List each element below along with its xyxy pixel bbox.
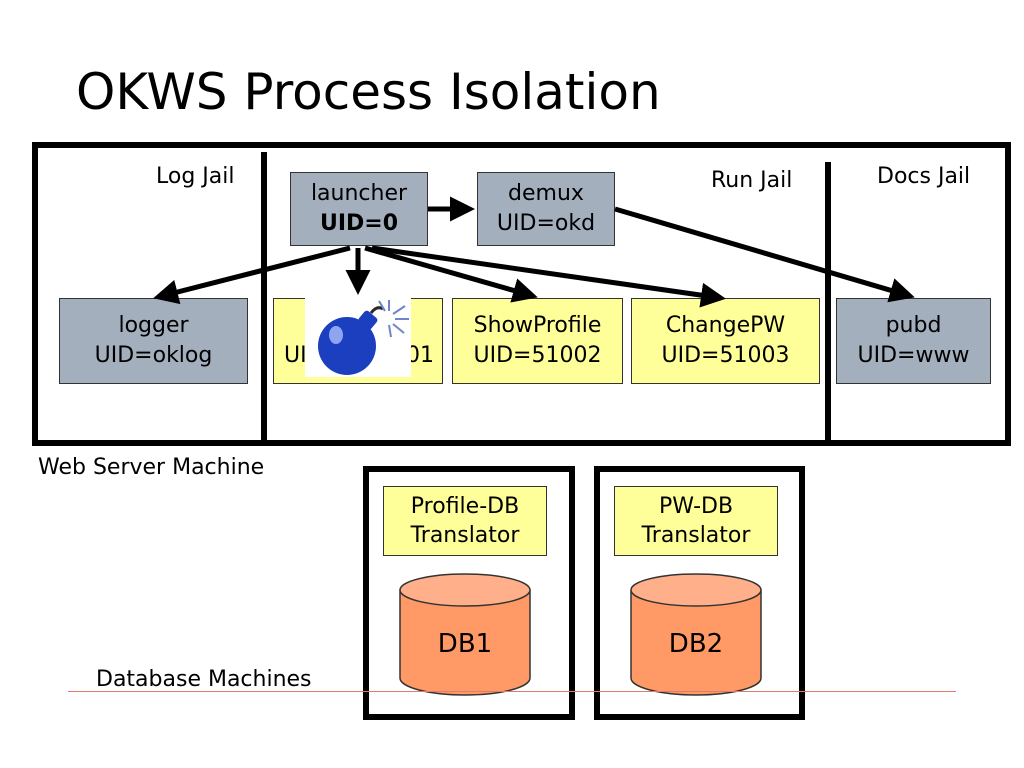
launcher-process: launcher UID=0 — [290, 172, 428, 246]
pw-translator-line1: PW-DB — [658, 494, 734, 519]
bomb-icon — [305, 297, 411, 377]
demux-process: demux UID=okd — [477, 172, 615, 246]
pubd-uid: UID=www — [857, 343, 970, 368]
footer-divider — [68, 691, 956, 692]
arrow-demux-pubd — [614, 206, 915, 303]
pubd-process: pubd UID=www — [836, 298, 991, 384]
db2-cylinder — [630, 573, 762, 696]
pubd-name: pubd — [885, 313, 942, 338]
showprofile-uid: UID=51002 — [473, 343, 602, 368]
logger-name: logger — [118, 313, 189, 338]
arrow-launcher-changepw — [371, 245, 726, 308]
arrow-launcher-logger — [153, 245, 351, 305]
launcher-uid: UID=0 — [319, 211, 399, 236]
log-jail-label: Log Jail — [156, 164, 235, 189]
web-server-frame — [32, 142, 1011, 446]
changepw-process: ChangePW UID=51003 — [631, 298, 820, 384]
demux-uid: UID=okd — [496, 211, 596, 236]
profile-db-translator: Profile-DB Translator — [383, 486, 547, 556]
showprofile-process: ShowProfile UID=51002 — [452, 298, 623, 384]
pw-db-translator: PW-DB Translator — [614, 486, 778, 556]
logger-process: logger UID=oklog — [59, 298, 248, 384]
docs-jail-divider — [825, 162, 831, 444]
showprofile-name: ShowProfile — [473, 313, 602, 338]
log-jail-divider — [261, 152, 267, 444]
changepw-uid: UID=51003 — [661, 343, 790, 368]
db2-label: DB2 — [668, 629, 724, 659]
db-machine-1-frame — [363, 466, 575, 720]
profile-translator-line2: Translator — [410, 523, 520, 548]
arrow-launcher-showprofile — [364, 245, 538, 303]
web-server-machine-label: Web Server Machine — [38, 455, 265, 480]
pw-translator-line2: Translator — [641, 523, 751, 548]
changepw-name: ChangePW — [665, 313, 786, 338]
db1-label: DB1 — [437, 629, 493, 659]
slide-title: OKWS Process Isolation — [76, 63, 661, 121]
service-1-uid-left: UI — [284, 343, 307, 368]
logger-uid: UID=oklog — [94, 343, 213, 368]
db-machine-2-frame — [594, 466, 805, 720]
db1-cylinder — [399, 573, 531, 696]
run-jail-label: Run Jail — [711, 168, 793, 193]
launcher-name: launcher — [310, 181, 408, 206]
profile-translator-line1: Profile-DB — [410, 494, 520, 519]
demux-name: demux — [508, 181, 584, 206]
docs-jail-label: Docs Jail — [877, 164, 971, 189]
database-machines-label: Database Machines — [96, 667, 312, 692]
